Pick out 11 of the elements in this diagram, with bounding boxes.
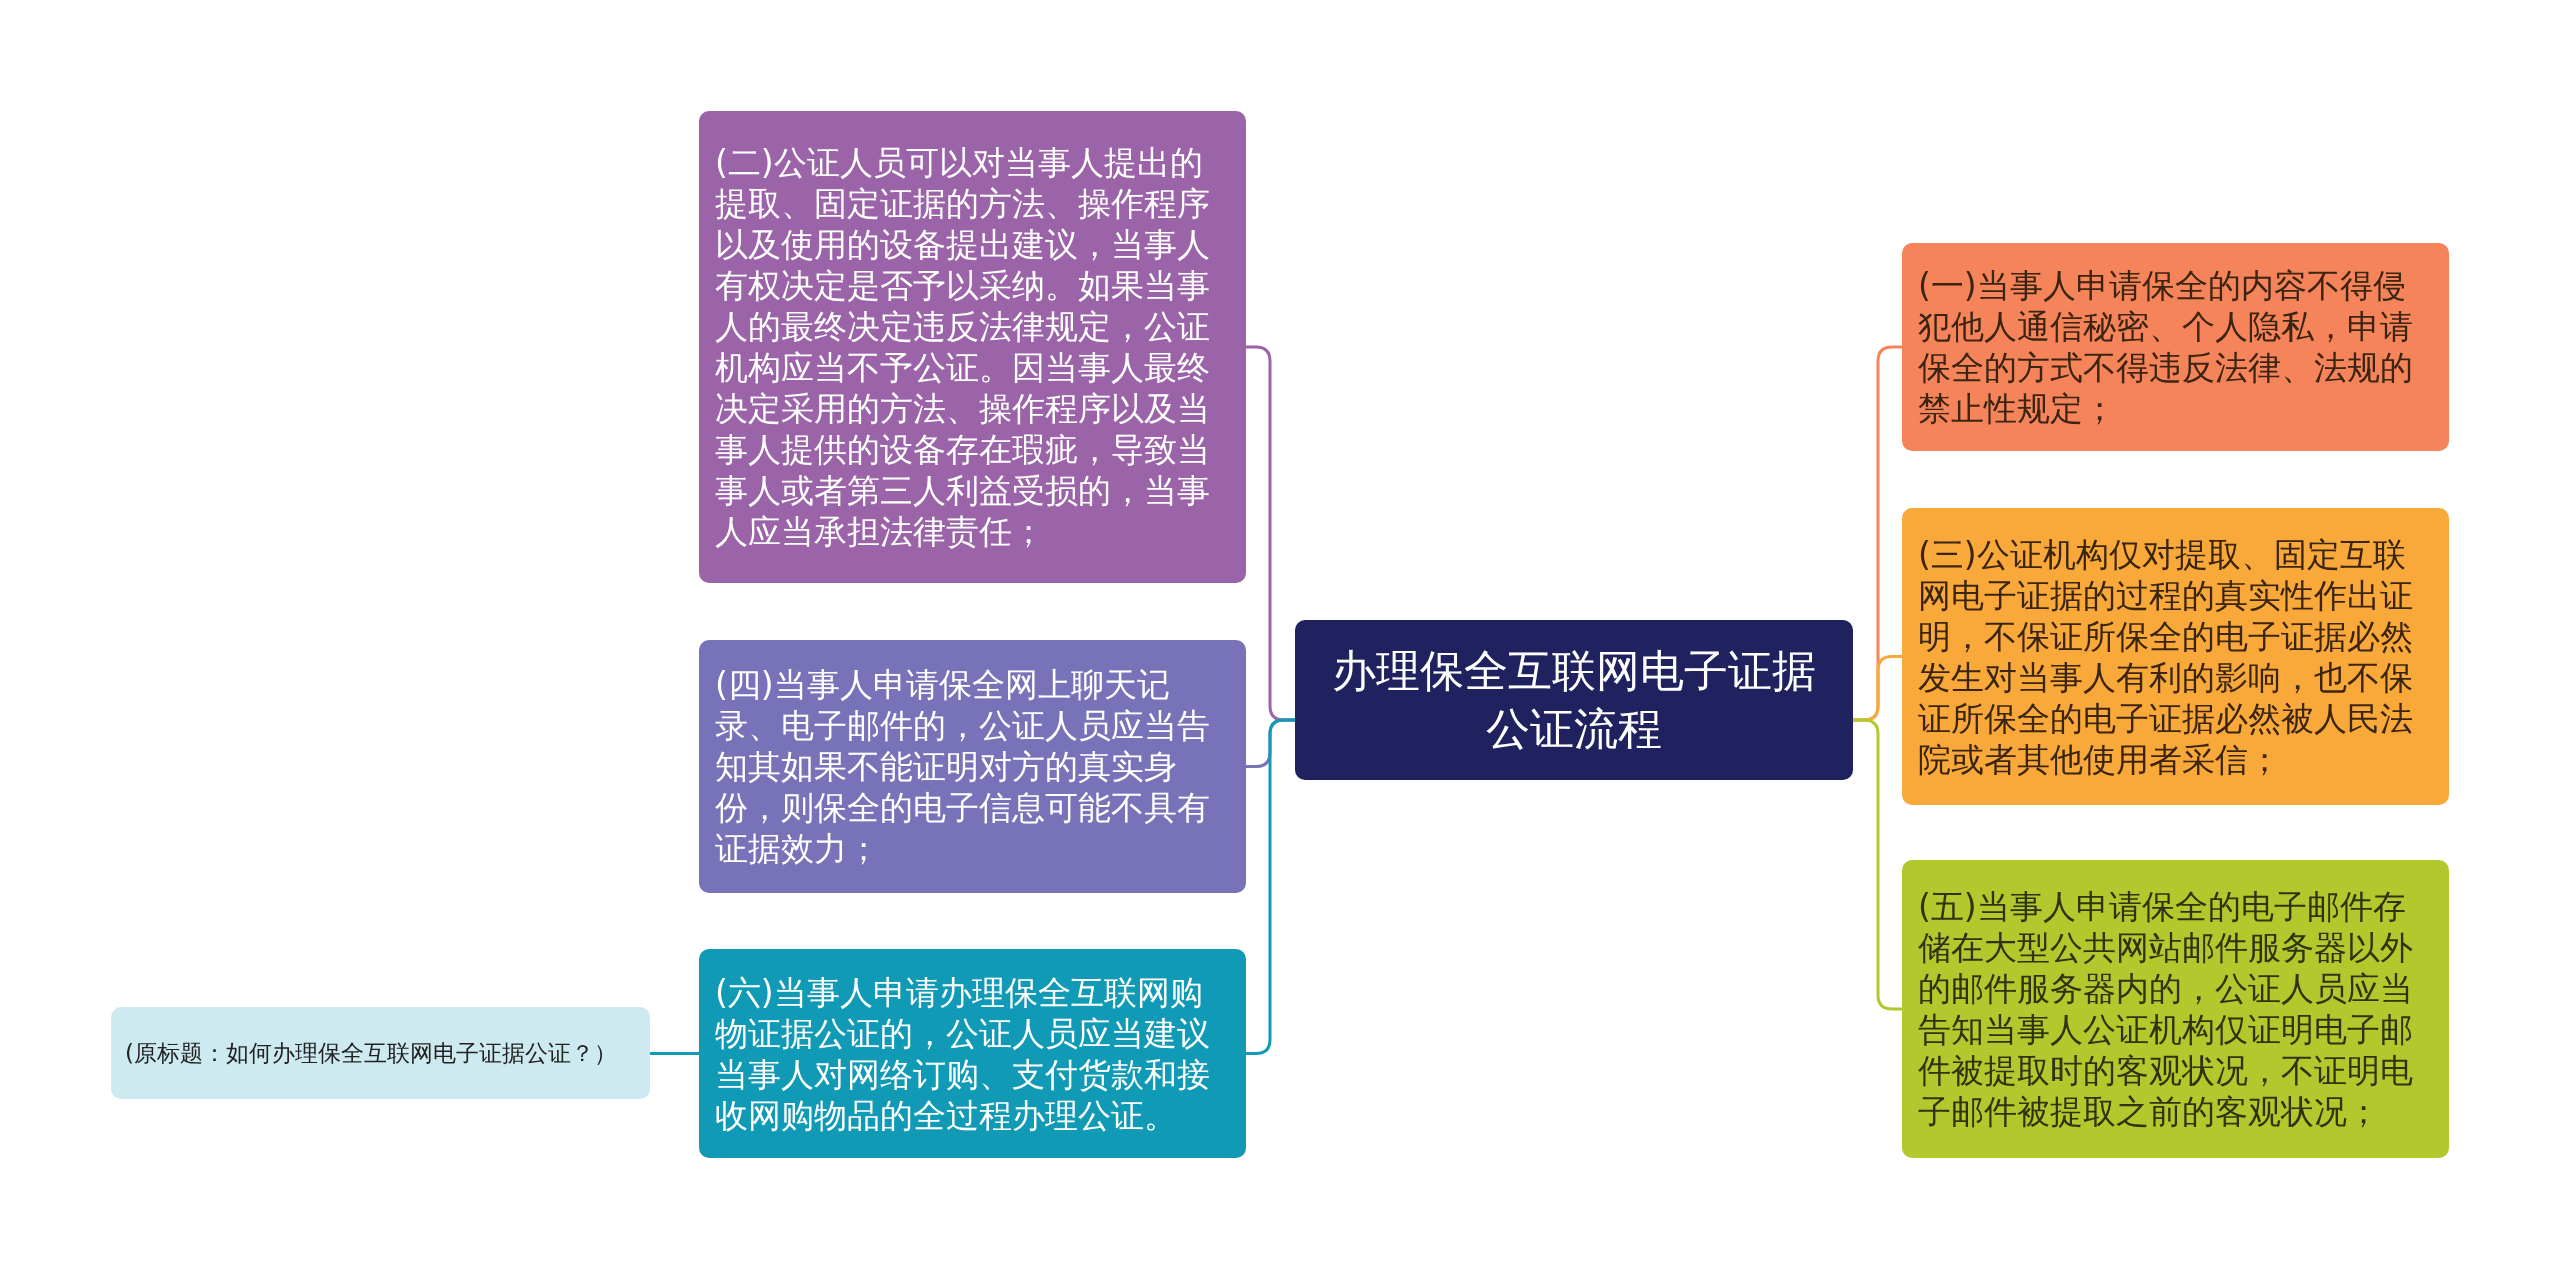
topic-box: (一)当事人申请保全的内容不得侵犯他人通信秘密、个人隐私，申请保全的方式不得违反法律、法规的禁止性规定； <box>1902 243 2449 451</box>
topic-box: (六)当事人申请办理保全互联网购物证据公证的，公证人员应当建议当事人对网络订购、支付货款和接收网购物品的全过程办理公证。 <box>699 949 1246 1158</box>
topic-box: (四)当事人申请保全网上聊天记录、电子邮件的，公证人员应当告知其如果不能证明对方的真实身份，则保全的电子信息可能不具有证据效力； <box>699 640 1246 893</box>
connector-line <box>650 1052 699 1055</box>
connector-line <box>1246 718 1295 1055</box>
topic-box: (二)公证人员可以对当事人提出的提取、固定证据的方法、操作程序以及使用的设备提出建议，当事人有权决定是否予以采纳。如果当事人的最终决定违反法律规定，公证机构应当不予公证。因当事人最终决定采用的方法、操作程序以及当事人提供的设备存在瑕疵，导致当事人或者第三人利益受损的，当事人应当承担法律责任； <box>699 111 1246 583</box>
connector-line <box>1853 718 1902 1011</box>
topic-box: (三)公证机构仅对提取、固定互联网电子证据的过程的真实性作出证明，不保证所保全的电子证据必然发生对当事人有利的影响，也不保证所保全的电子证据必然被人民法院或者其他使用者采信； <box>1902 508 2449 805</box>
note-box: (原标题：如何办理保全互联网电子证据公证？） <box>111 1007 650 1099</box>
topic-box: (五)当事人申请保全的电子邮件存储在大型公共网站邮件服务器以外的邮件服务器内的，公证人员应当告知当事人公证机构仅证明电子邮件被提取时的客观状况，不证明电子邮件被提取之前的客观状况； <box>1902 860 2449 1158</box>
central-topic-box: 办理保全互联网电子证据公证流程 <box>1295 620 1853 780</box>
